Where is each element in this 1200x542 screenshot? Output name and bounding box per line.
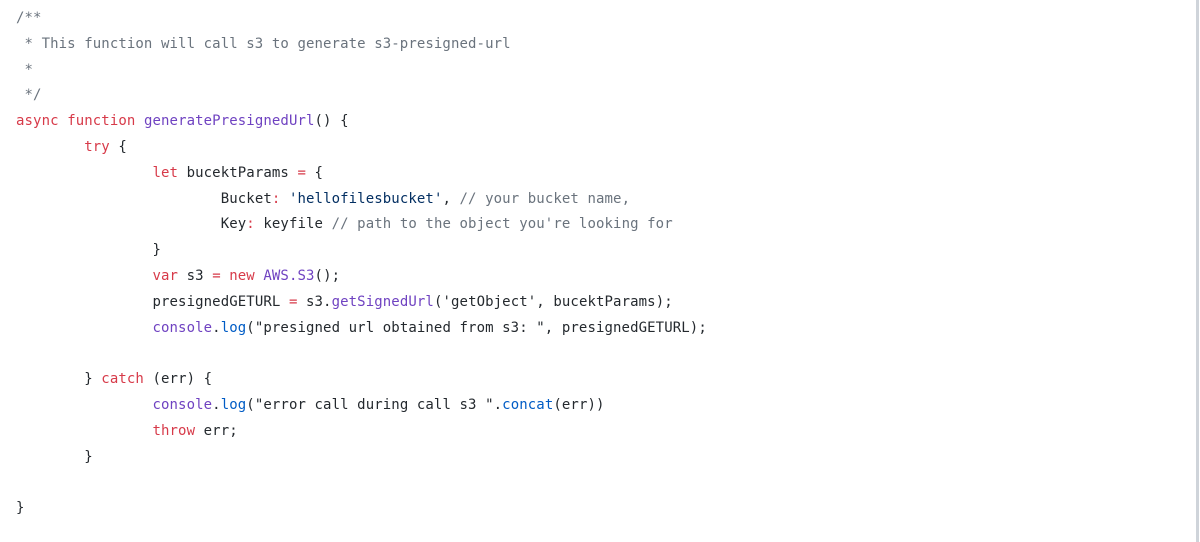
indent (16, 216, 221, 232)
call-arguments: (err)) (553, 396, 605, 413)
doc-comment-blank: * (16, 61, 34, 78)
indent (16, 191, 221, 207)
keyword-throw: throw (152, 422, 196, 439)
dot: . (212, 396, 221, 413)
doc-comment-close: */ (16, 87, 42, 104)
method-concat: concat (502, 396, 554, 413)
keyword-try: try (84, 138, 110, 155)
object-console: console (152, 319, 213, 336)
code-line-10: } (16, 238, 1196, 264)
dot: . (493, 396, 503, 413)
brace-close: } (84, 371, 102, 388)
code-listing: /** * This function will call s3 to gene… (16, 6, 1196, 522)
indent (16, 397, 152, 413)
string-error-message: ("error call during call s3 " (246, 396, 494, 413)
keyword-async: async (16, 113, 59, 130)
operator-assign: = (288, 293, 298, 310)
property-key-key: Key (220, 216, 247, 233)
indent (16, 268, 152, 284)
colon: : (246, 216, 255, 233)
brace-open: { (306, 164, 324, 181)
code-line-4: */ (16, 83, 1196, 109)
comma: , (442, 190, 460, 207)
indent (16, 423, 152, 439)
space (221, 268, 230, 284)
brace-close: } (152, 242, 161, 259)
code-line-15: } catch (err) { (16, 367, 1196, 393)
operator-assign: = (212, 267, 221, 284)
code-line-17: throw err; (16, 419, 1196, 445)
variable-bucektParams: bucektParams (178, 164, 298, 181)
code-line-5: async function generatePresignedUrl() { (16, 109, 1196, 135)
method-log: log (220, 319, 247, 336)
code-line-2: * This function will call s3 to generate… (16, 32, 1196, 58)
method-log: log (220, 396, 247, 413)
keyword-catch: catch (101, 371, 144, 388)
doc-comment-description: * This function will call s3 to generate… (16, 35, 511, 52)
value-keyfile: keyfile (254, 216, 332, 233)
function-signature-rest: () { (314, 113, 349, 130)
string-bucket-name: 'hellofilesbucket' (280, 190, 443, 207)
code-line-20: } (16, 496, 1196, 522)
code-line-7: let bucektParams = { (16, 161, 1196, 187)
indent (16, 165, 152, 181)
method-getSignedUrl: getSignedUrl (331, 293, 434, 310)
property-key-bucket: Bucket (220, 190, 272, 207)
indent (16, 139, 84, 155)
inline-comment-bucket: // your bucket name, (459, 190, 631, 207)
call-parens: (); (314, 267, 341, 284)
call-arguments: ('getObject', bucektParams); (433, 293, 673, 310)
brace-open: { (109, 138, 127, 155)
scrollbar-edge[interactable] (1196, 0, 1199, 542)
indent (16, 449, 84, 465)
catch-params: (err) { (143, 371, 213, 388)
keyword-function: function (67, 113, 136, 130)
brace-close: } (84, 448, 93, 465)
inline-comment-key: // path to the object you're looking for (331, 216, 673, 233)
code-line-16: console.log("error call during call s3 "… (16, 393, 1196, 419)
indent (16, 320, 152, 336)
code-line-13: console.log("presigned url obtained from… (16, 316, 1196, 342)
code-line-18: } (16, 445, 1196, 471)
operator-assign: = (297, 164, 306, 181)
code-line-9: Key: keyfile // path to the object you'r… (16, 212, 1196, 238)
indent (16, 242, 152, 258)
code-line-8: Bucket: 'hellofilesbucket', // your buck… (16, 187, 1196, 213)
code-line-12: presignedGETURL = s3.getSignedUrl('getOb… (16, 290, 1196, 316)
keyword-var: var (152, 267, 179, 284)
variable-s3: s3 (178, 267, 213, 284)
throw-expression: err; (195, 422, 238, 439)
code-line-14 (16, 341, 1196, 367)
variable-presignedGETURL: presignedGETURL (152, 293, 289, 310)
dot: . (212, 319, 221, 336)
doc-comment-open: /** (16, 10, 42, 26)
class-aws-s3: AWS.S3 (254, 267, 315, 284)
code-line-11: var s3 = new AWS.S3(); (16, 264, 1196, 290)
keyword-let: let (152, 164, 179, 181)
call-arguments: ("presigned url obtained from s3: ", pre… (246, 319, 707, 336)
indent (16, 294, 152, 310)
function-name: generatePresignedUrl (143, 113, 315, 130)
code-line-3: * (16, 58, 1196, 84)
code-line-19 (16, 470, 1196, 496)
keyword-new: new (229, 267, 255, 284)
brace-close: } (16, 500, 25, 517)
indent (16, 371, 84, 387)
object-s3: s3. (297, 293, 332, 310)
object-console: console (152, 396, 213, 413)
code-line-6: try { (16, 135, 1196, 161)
code-line-1: /** (16, 6, 1196, 32)
colon: : (271, 190, 281, 207)
